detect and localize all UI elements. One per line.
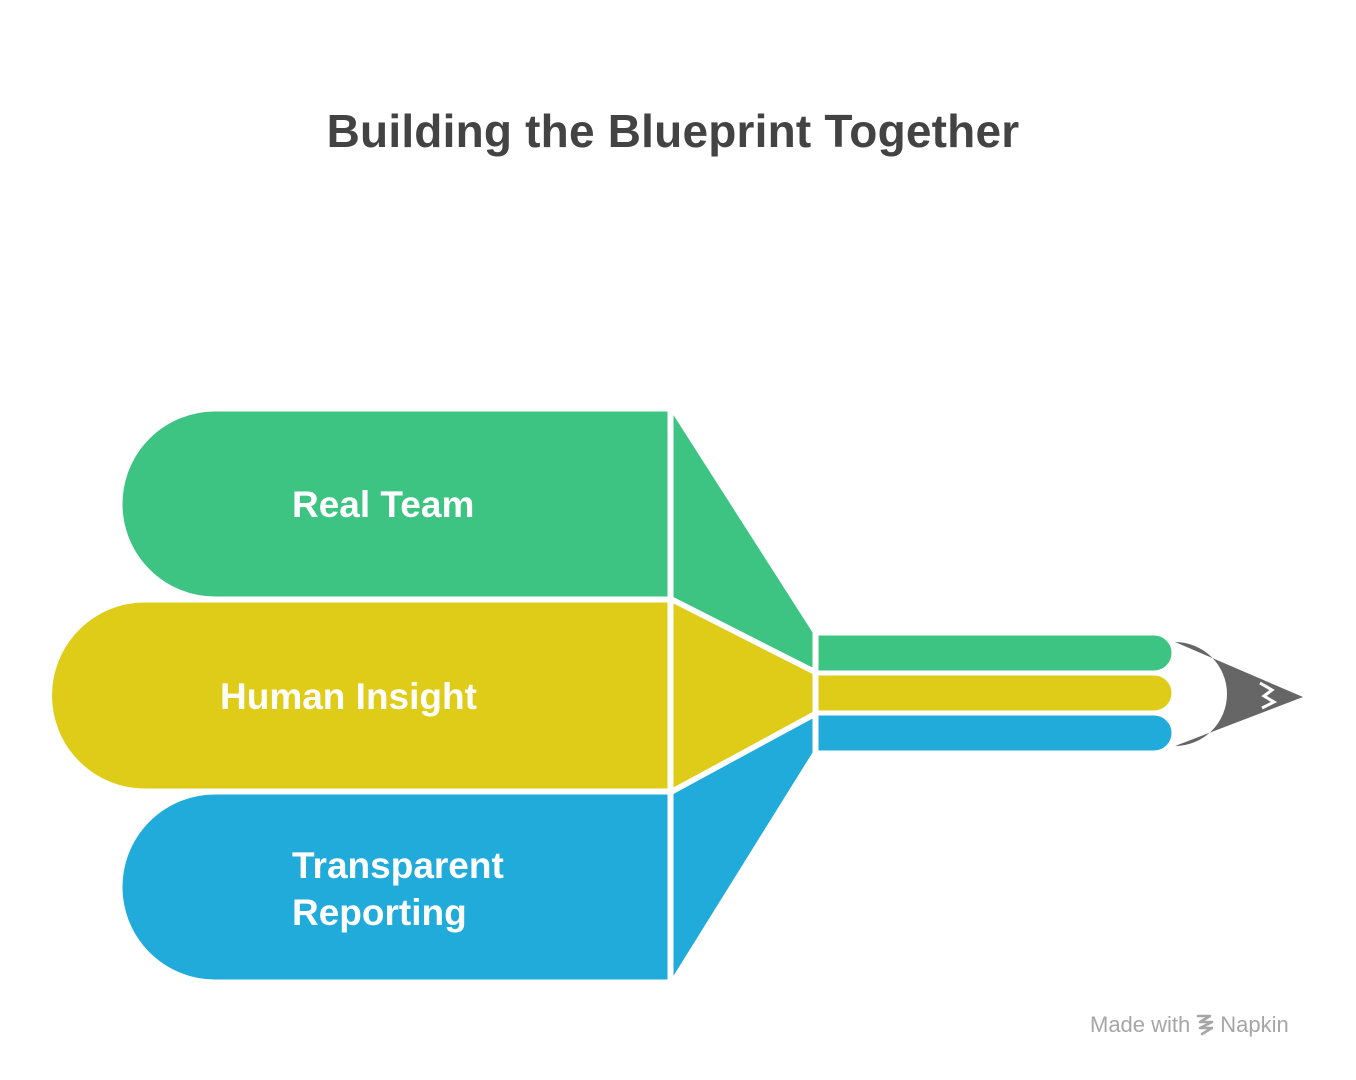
made-with-text: Made with [1090,1012,1191,1037]
pencil-tip-break-line [1259,681,1278,710]
napkin-logo-icon [1196,1014,1214,1036]
segment-lead-transparent-reporting [815,712,1175,754]
segment-body-transparent-reporting [119,791,671,983]
segment-body-human-insight [49,599,671,792]
segment-label-real-team: Real Team [292,484,474,525]
segment-lead-human-insight [815,672,1175,714]
segment-taper-transparent-reporting [670,713,816,987]
segment-taper-human-insight [670,598,816,793]
segment-body-real-team [119,408,671,600]
diagram-title: Building the Blueprint Together [326,105,1020,157]
segment-label-transparent-reporting: Transparent Reporting [292,845,514,933]
segment-label-human-insight: Human Insight [220,676,477,717]
pencil-tip [1175,642,1303,746]
segment-lead-real-team [815,632,1175,674]
napkin-brand-text: Napkin [1220,1012,1289,1037]
segment-taper-real-team [670,404,816,673]
made-with-napkin-footer: Made with Napkin [1090,1012,1289,1038]
